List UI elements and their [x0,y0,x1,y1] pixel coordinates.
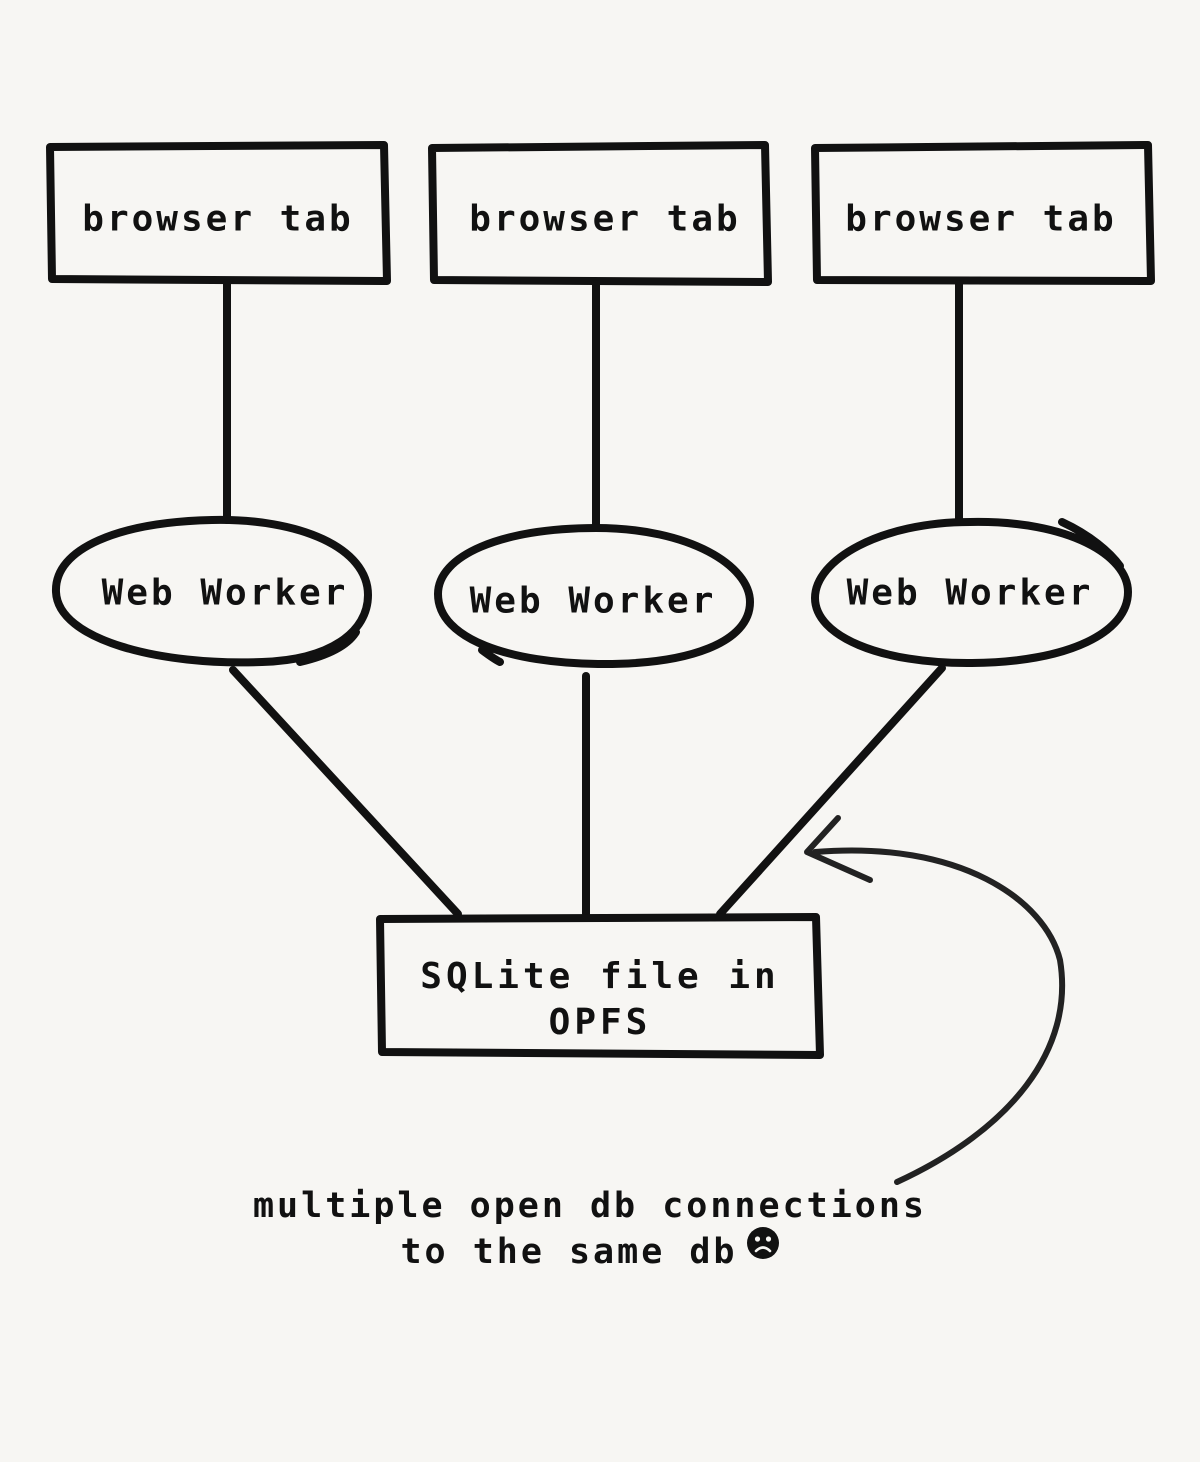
frowning-face-icon [746,1226,780,1272]
connector-worker1-db [229,666,462,918]
annotation-line-1: multiple open db connections [252,1186,927,1226]
worker-ellipse-3 [811,517,1132,668]
db-label: SQLite file in OPFS [420,954,779,1046]
tab-box-1 [46,141,391,285]
worker-label-3: Web Worker [846,572,1094,614]
db-box [376,913,824,1059]
annotation-line-2-text: to the same db [400,1232,738,1272]
worker-ellipse-1 [51,515,372,667]
tab-label-2: browser tab [469,198,741,240]
tab-box-3 [811,141,1155,285]
worker-ellipse-2 [434,524,754,669]
tab-box-2 [428,141,772,286]
db-label-line-1: SQLite file in [420,956,780,997]
annotation-line-2: to the same db [0,1226,1190,1276]
worker-label-1: Web Worker [101,572,349,614]
connector-worker3-db [716,664,946,918]
worker-label-2: Web Worker [469,580,717,622]
annotation-text: multiple open db connections to the same… [0,1183,1190,1276]
tab-label-1: browser tab [82,198,354,240]
tab-label-3: browser tab [845,198,1117,240]
annotation-arrow [804,815,1066,1185]
db-label-line-2: OPFS [548,1002,652,1043]
